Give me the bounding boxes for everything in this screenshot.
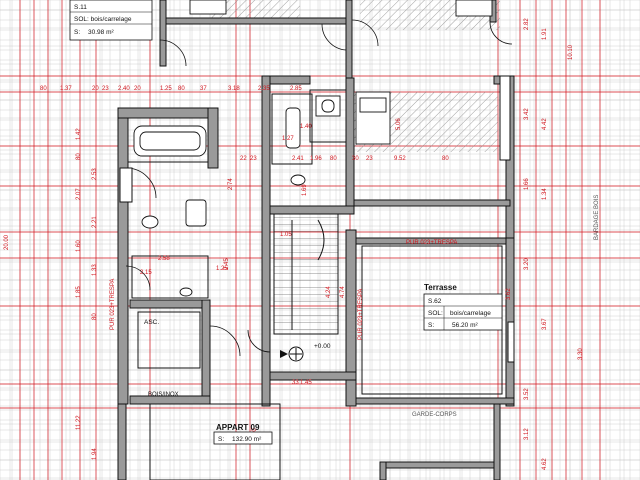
- annotation-terrace-edge: GARDE-CORPS: [412, 412, 457, 418]
- dim-top-4: 2.40: [118, 86, 130, 92]
- dim-right-4: 4.42: [542, 118, 548, 130]
- annotation-kitchen: BOIS/INOX: [148, 392, 179, 398]
- dim-right-0: 2.82: [524, 18, 530, 30]
- dim-top-6: 1.25: [160, 86, 172, 92]
- dim-top2-6: 23: [366, 156, 373, 162]
- room-label-terrasse: Terrasse S.62 SOL: bois/carrelage S: 56.…: [423, 283, 503, 331]
- dim-inner-4: 1.27: [282, 136, 294, 142]
- room-label-top: S.11 SOL: bois/carrelage S: 30.98 m²: [69, 0, 153, 41]
- dim-inner-1: 5.06: [396, 118, 402, 130]
- dim-top-3: 23: [102, 86, 109, 92]
- dimension-column-left: 1.42 80 2.53 2.07 2.21 1.60 1.33 1.85 80 11.22 1.9…: [76, 128, 98, 460]
- dim-top2-3: 1.96: [310, 156, 322, 162]
- dim-left-7: 1.85: [76, 286, 82, 298]
- dim-top2-2: 2.41: [292, 156, 304, 162]
- north-arrow-icon: [280, 346, 304, 362]
- terrasse-title: Terrasse: [424, 283, 457, 292]
- dim-right-8: 3.62: [506, 288, 512, 300]
- dim-top2-8: 80: [442, 156, 449, 162]
- dim-inner-10: 1.45: [300, 380, 312, 386]
- walls: [117, 0, 515, 480]
- dim-inner-11: 33: [292, 380, 299, 386]
- dim-left-4: 2.21: [92, 216, 98, 228]
- dim-top2-1: 23: [250, 156, 257, 162]
- appart-area-prefix: S:: [218, 436, 224, 443]
- dim-right-13: 4.62: [542, 458, 548, 470]
- dim-inner-8: 1.25: [216, 266, 228, 272]
- dim-top-8: 37: [200, 86, 207, 92]
- dim-right-7: 3.20: [524, 258, 530, 270]
- room-ref: S.11: [74, 4, 87, 11]
- window-markers: [119, 75, 515, 363]
- dim-left-edge: 20.00: [4, 234, 10, 250]
- dim-inner-3: 1.40: [300, 124, 312, 130]
- dim-inner-6: 1.05: [280, 232, 292, 238]
- annotation-side: BARDAGE BOIS: [594, 195, 600, 240]
- dim-inner-2: 2.45: [224, 258, 230, 270]
- dim-right-1: 10.10: [568, 44, 574, 60]
- dim-inner-9: 4.74: [340, 286, 346, 298]
- dim-top2-5: 30: [352, 156, 359, 162]
- dim-right-3: 3.42: [524, 108, 530, 120]
- dim-inner-0: 2.74: [228, 178, 234, 190]
- dim-left-9: 11.22: [76, 415, 82, 430]
- dim-top-9: 3.18: [228, 86, 240, 92]
- elevator-label: ASC.: [144, 319, 159, 326]
- dim-inner-5: 1.69: [302, 184, 308, 196]
- dim-right-10: 3.30: [578, 348, 584, 360]
- dim-right-9: 3.67: [542, 318, 548, 330]
- room-floor: SOL: bois/carrelage: [74, 16, 132, 23]
- dim-right-11: 3.52: [524, 388, 530, 400]
- terrasse-floor: bois/carrelage: [450, 310, 491, 317]
- dimension-column-right: 2.82 10.10 1.91 3.42 4.42 1.66 1.34 3.20 3.62 3.6…: [506, 18, 584, 470]
- dim-top-0: 80: [40, 86, 47, 92]
- dim-inner-14: 2.15: [140, 270, 152, 276]
- dim-left-10: 1.94: [92, 448, 98, 460]
- dim-top-5: 20: [134, 86, 141, 92]
- appart-area: 132.90 m²: [232, 436, 262, 443]
- dim-right-5: 1.66: [524, 178, 530, 190]
- annotation-pur-mid: PUR 023+TRESPA: [358, 289, 364, 340]
- terrasse-area: 56.20 m²: [452, 322, 478, 329]
- room-label-appart: APPART 09 S: 132.90 m²: [213, 423, 273, 445]
- dim-left-6: 1.33: [92, 264, 98, 276]
- dim-top2-4: 80: [330, 156, 337, 162]
- dim-left-1: 80: [76, 153, 82, 160]
- room-area-prefix: S:: [74, 29, 80, 36]
- annotation-pur-top: PUR 023+TRESPA: [406, 240, 457, 246]
- staircase: [273, 213, 339, 335]
- dim-right-12: 3.12: [524, 428, 530, 440]
- beds: [189, 0, 493, 145]
- room-area: 30.98 m²: [88, 29, 114, 36]
- annotation-pur-left: PUR 023+TRESPA: [110, 279, 116, 330]
- dim-left-3: 2.07: [76, 188, 82, 200]
- dim-left-2: 2.53: [92, 168, 98, 180]
- dim-left-8: 80: [92, 313, 98, 320]
- dim-top-10: 2.35: [258, 86, 270, 92]
- dim-top2-7: 9.52: [394, 156, 406, 162]
- dim-left-0: 1.42: [76, 128, 82, 140]
- dim-top2-0: 22: [240, 156, 247, 162]
- dim-top-1: 1.37: [60, 86, 72, 92]
- dim-top-2: 20: [92, 86, 99, 92]
- appart-title: APPART 09: [216, 423, 260, 432]
- dim-inner-13: 2.58: [158, 256, 170, 262]
- terrasse-area-prefix: S:: [428, 322, 434, 329]
- terrasse-ref: S.62: [428, 298, 442, 305]
- dim-inner-7: 4.24: [326, 286, 332, 298]
- terrasse-floor-prefix: SOL:: [428, 310, 443, 317]
- dim-top-11: 2.85: [290, 86, 302, 92]
- dim-right-2: 1.91: [542, 28, 548, 40]
- dim-top-7: 80: [178, 86, 185, 92]
- dim-right-6: 1.34: [542, 188, 548, 200]
- sanitary-fixtures: [133, 95, 341, 297]
- level-marker: +0.00: [314, 343, 331, 350]
- dim-left-5: 1.60: [76, 240, 82, 252]
